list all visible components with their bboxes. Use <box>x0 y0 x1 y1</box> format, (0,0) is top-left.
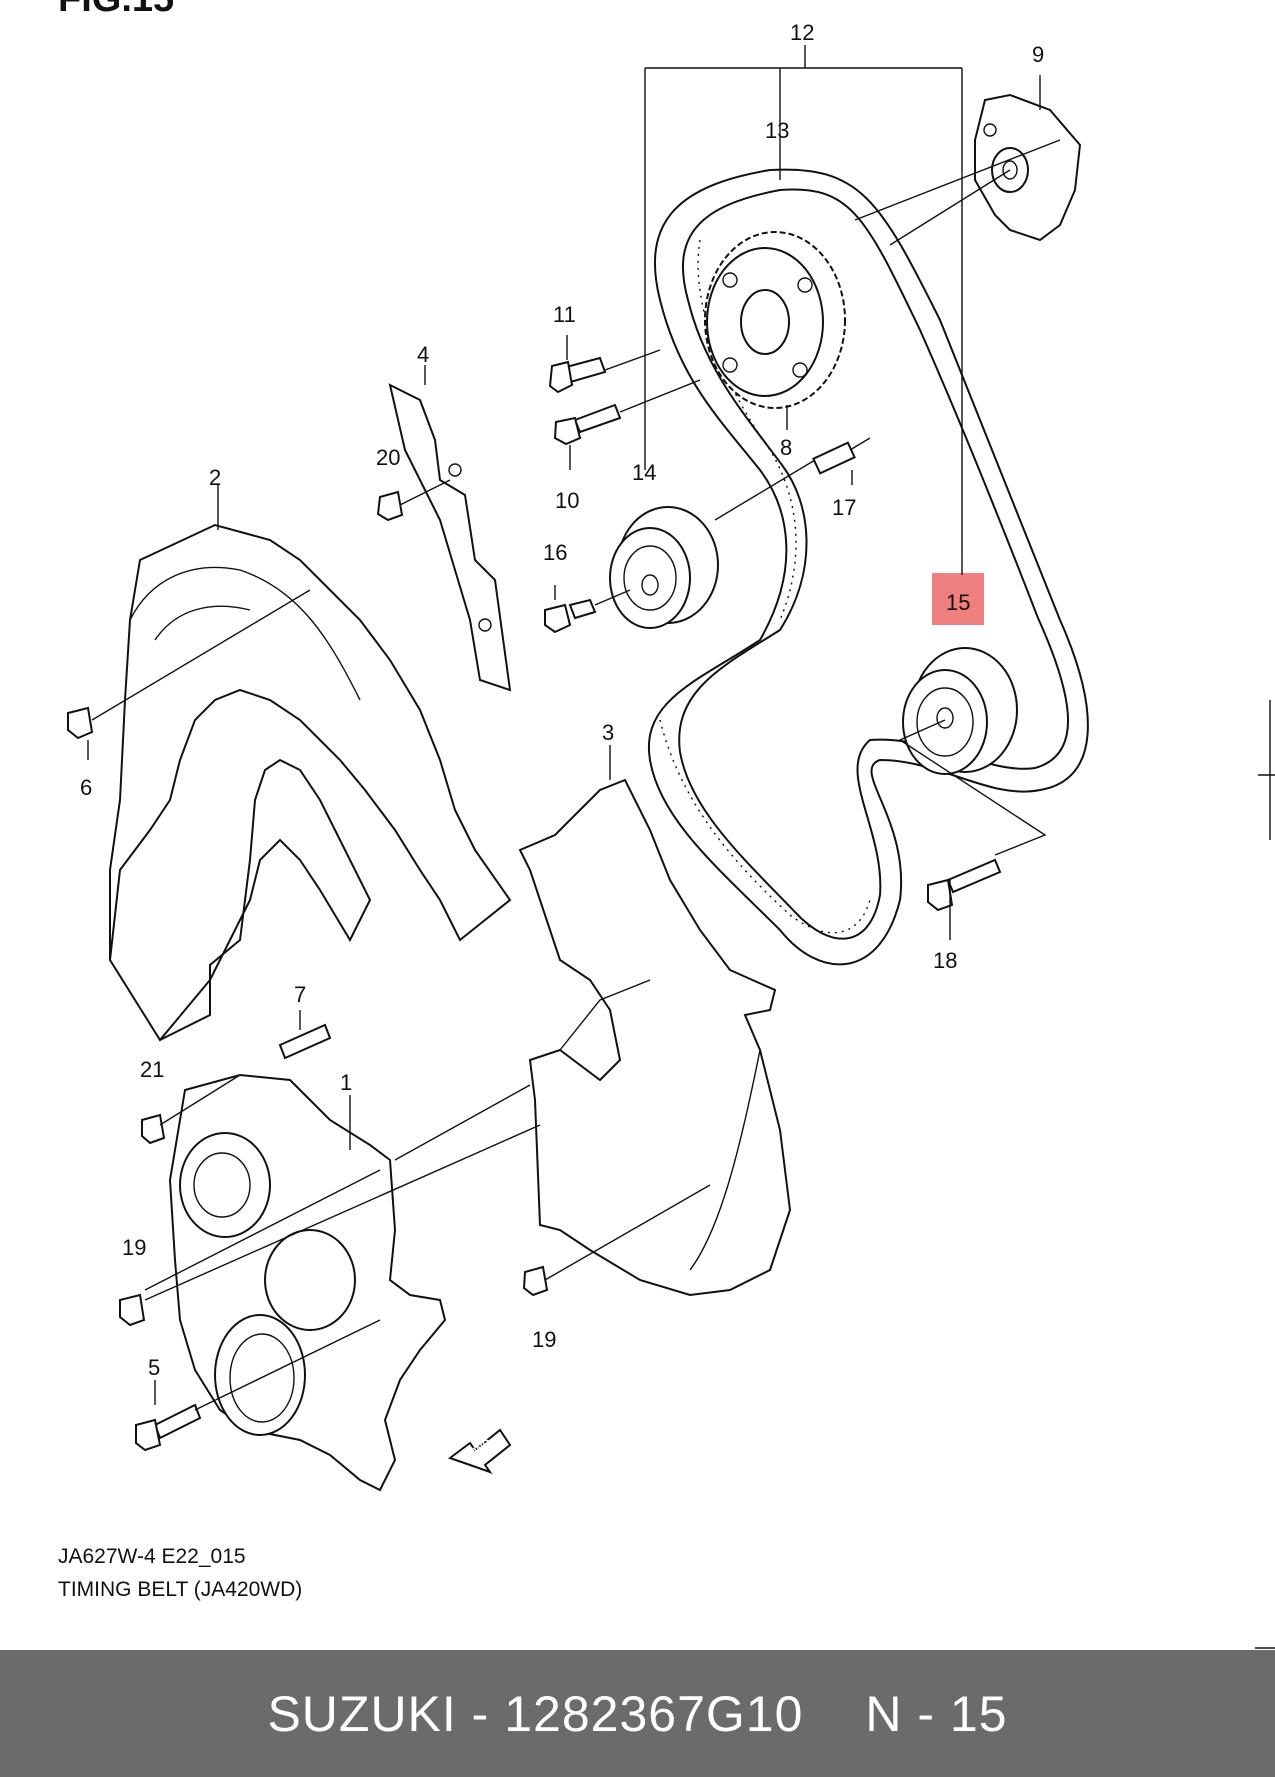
callout-18: 18 <box>933 948 957 973</box>
callout-8: 8 <box>780 435 792 460</box>
forward-arrow-icon: FWD <box>447 1428 512 1474</box>
timing-belt <box>647 168 1089 966</box>
callout-13: 13 <box>765 118 789 143</box>
callout-21: 21 <box>140 1057 164 1082</box>
callout-20: 20 <box>376 445 400 470</box>
timing-belt-exploded-diagram: FWD 1 2 3 4 5 6 7 <box>67 20 1275 1649</box>
callout-2: 2 <box>209 465 221 490</box>
footer-reference: N - 15 <box>865 1685 1008 1742</box>
footer-part-number: SUZUKI - 1282367G10 <box>267 1685 804 1742</box>
camshaft-sprocket <box>704 231 846 409</box>
callout-19b: 19 <box>532 1327 556 1352</box>
callout-12: 12 <box>790 20 814 45</box>
highlight-box-15 <box>932 573 984 625</box>
callout-7: 7 <box>294 982 306 1007</box>
callout-6: 6 <box>80 775 92 800</box>
callout-11: 11 <box>553 302 576 327</box>
callout-19a: 19 <box>122 1235 146 1260</box>
callout-4: 4 <box>417 342 429 367</box>
idler-pulley-14 <box>609 506 719 629</box>
upper-timing-cover <box>108 523 512 1042</box>
callout-14: 14 <box>632 460 656 485</box>
callout-17: 17 <box>832 495 856 520</box>
lower-timing-cover <box>168 1073 447 1492</box>
caption-title: TIMING BELT (JA420WD) <box>58 1578 303 1601</box>
footer-bar: SUZUKI - 1282367G10 N - 15 <box>0 1650 1275 1777</box>
callout-9: 9 <box>1032 42 1044 67</box>
callout-1: 1 <box>340 1070 352 1095</box>
inner-timing-cover <box>518 778 792 1297</box>
callout-16: 16 <box>543 540 567 565</box>
bracket-4 <box>388 383 512 692</box>
figure-label: FIG.15 <box>58 0 174 21</box>
callout-5: 5 <box>148 1355 160 1380</box>
callout-labels: 1 2 3 4 5 6 7 8 9 10 11 12 13 14 15 16 1… <box>80 20 1044 1380</box>
caption-code: JA627W-4 E22_015 <box>58 1545 246 1568</box>
idler-pulley-15 <box>902 647 1018 775</box>
callout-15: 15 <box>946 590 970 615</box>
callout-10: 10 <box>555 488 579 513</box>
callout-3: 3 <box>602 720 614 745</box>
bolts <box>67 356 1002 1452</box>
leader-lines <box>87 45 1061 1411</box>
tensioner-bracket <box>974 93 1082 242</box>
